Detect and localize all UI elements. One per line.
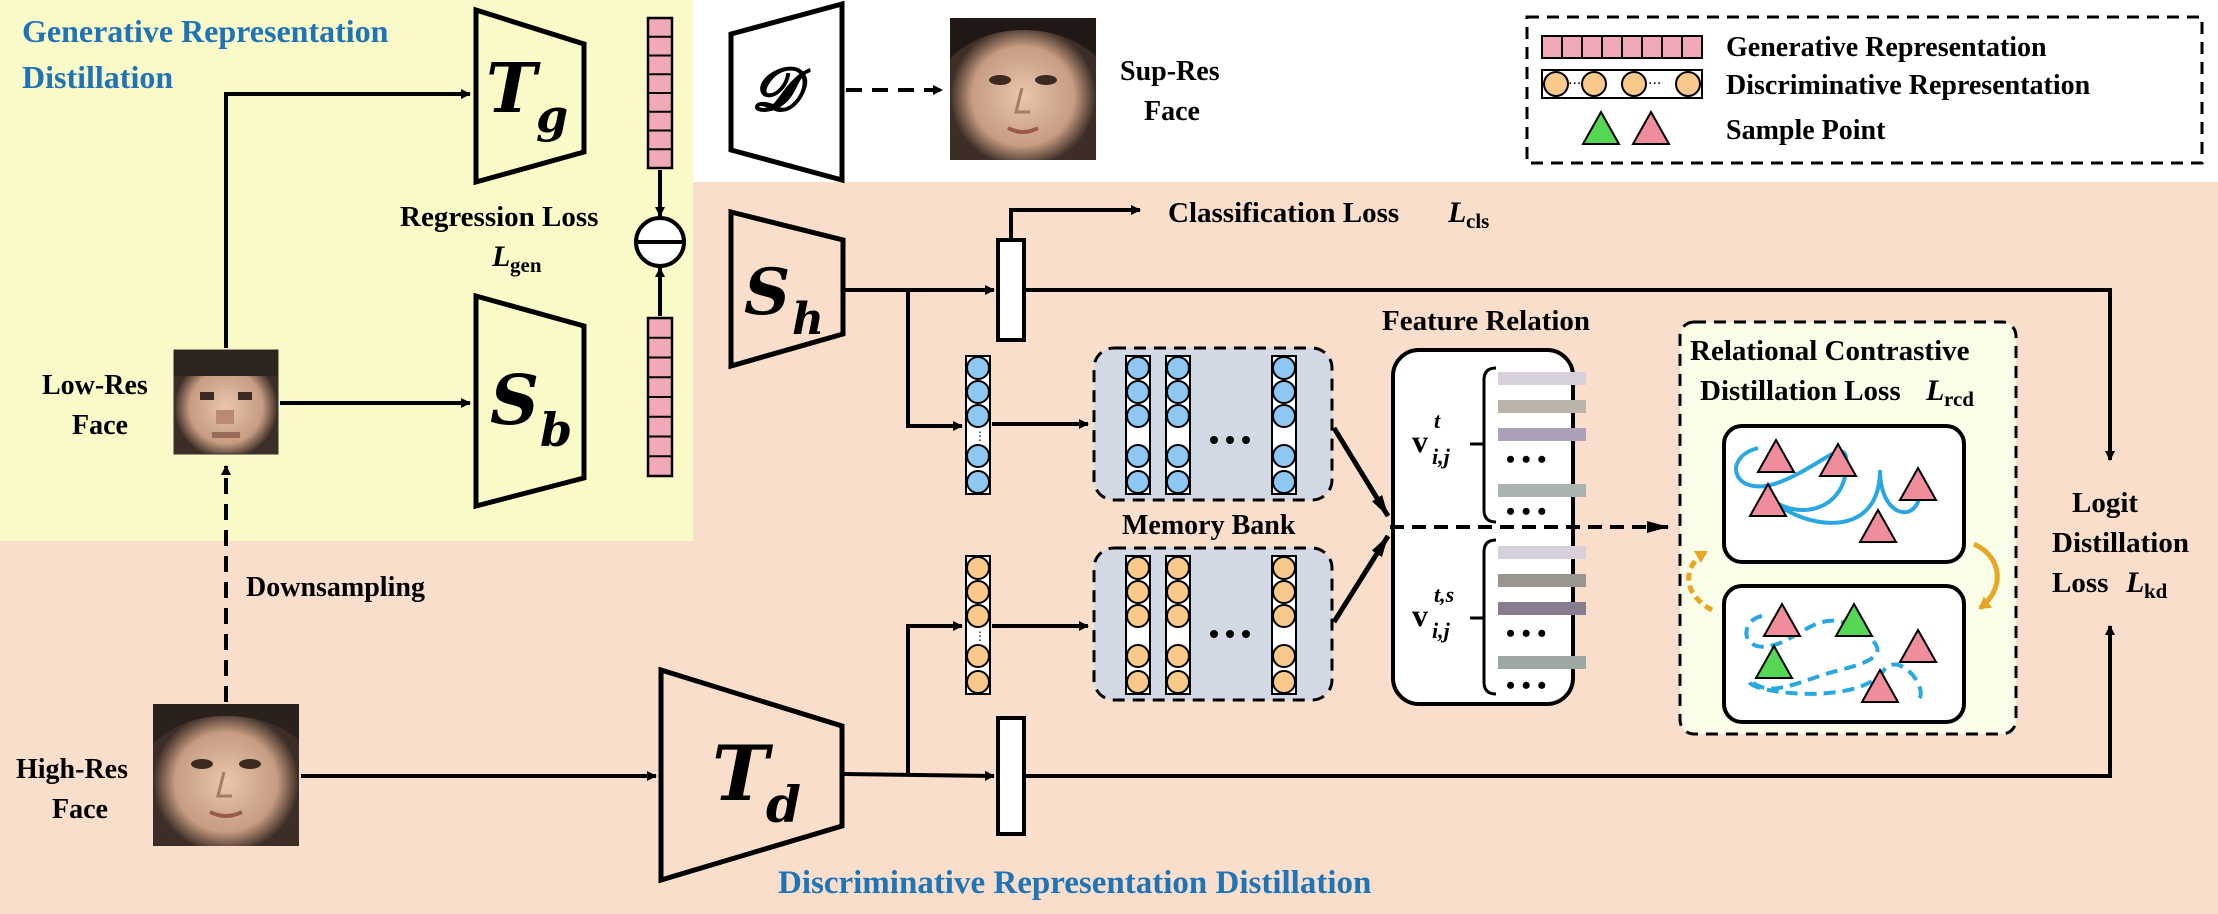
rcd-loss-label-line2: Distillation Loss xyxy=(1700,375,1901,407)
teacher-relation-vector-sub: i,j xyxy=(1432,444,1451,469)
svg-text:S: S xyxy=(744,255,790,330)
feature-relation-ellipsis-bottom-2: • • • xyxy=(1506,671,1546,700)
teacher-generative-network: T g xyxy=(473,6,587,186)
feature-relation-ellipsis-top-2: • • • xyxy=(1506,497,1546,526)
classification-loss-label: Classification Loss xyxy=(1168,197,1399,229)
decoder-network: 𝓓 xyxy=(728,0,845,184)
regression-loss-label: Regression Loss xyxy=(400,201,598,233)
svg-text:b: b xyxy=(540,403,572,457)
logit-loss-subscript: kd xyxy=(2144,579,2168,603)
legend-generative-label: Generative Representation xyxy=(1726,32,2047,63)
generative-region-title: Generative Representation xyxy=(22,13,389,49)
svg-text:···: ··· xyxy=(1648,76,1661,92)
cross-relation-vector-sup: t,s xyxy=(1434,582,1454,607)
rcd-loss-label: Relational Contrastive xyxy=(1690,335,1970,367)
teacher-discriminative-network: T d xyxy=(658,666,845,884)
teacher-memory-bank xyxy=(1092,546,1334,702)
student-head-network: S h xyxy=(728,208,846,370)
svg-text:h: h xyxy=(792,294,824,345)
svg-text:g: g xyxy=(536,89,568,143)
feature-relation-label: Feature Relation xyxy=(1382,305,1590,337)
svg-text:···: ··· xyxy=(1568,76,1581,92)
sup-res-face-label: Sup-Res xyxy=(1120,56,1220,87)
discriminative-region-title: Discriminative Representation Distillati… xyxy=(778,865,1371,901)
teacher-relation-vector-sup: t xyxy=(1434,408,1441,433)
classification-loss-symbol: L xyxy=(1447,196,1466,229)
high-res-face-label: High-Res xyxy=(16,754,128,785)
svg-text:d: d xyxy=(766,775,801,834)
classification-loss-subscript: cls xyxy=(1466,209,1489,233)
low-res-face-label-line2: Face xyxy=(72,410,128,441)
rcd-loss-subscript: rcd xyxy=(1944,387,1974,411)
teacher-logit-vector xyxy=(996,716,1026,836)
teacher-generative-representation xyxy=(646,16,674,170)
memory-bank-label: Memory Bank xyxy=(1122,510,1296,541)
legend-green-triangle xyxy=(1581,109,1621,145)
high-res-face-image xyxy=(153,704,299,846)
legend: Generative Representation ··· ··· Discri… xyxy=(1525,15,2204,165)
student-memory-bank xyxy=(1092,346,1334,502)
logit-loss-label-line3: Loss xyxy=(2052,567,2108,599)
feature-relation-ellipsis-top: • • • xyxy=(1506,445,1546,474)
student-discriminative-representation: ⋮ xyxy=(965,355,991,495)
high-res-face-label-line2: Face xyxy=(52,794,108,825)
svg-text:T: T xyxy=(712,729,774,818)
legend-discriminative-label: Discriminative Representation xyxy=(1726,70,2091,101)
student-logit-vector xyxy=(996,238,1026,342)
cross-relation-vector-sub: i,j xyxy=(1432,618,1451,643)
sup-res-face-label-line2: Face xyxy=(1144,96,1200,127)
downsampling-label: Downsampling xyxy=(246,572,425,603)
relational-contrastive-box xyxy=(1678,320,2018,736)
generative-region-title-line2: Distillation xyxy=(22,59,173,95)
rcd-loss-symbol: L xyxy=(1925,374,1944,407)
logit-loss-label-line2: Distillation xyxy=(2052,527,2189,559)
regression-loss-symbol: L xyxy=(491,240,510,273)
student-generative-representation xyxy=(646,316,674,478)
teacher-relation-vector: v xyxy=(1412,423,1428,459)
regression-loss-subscript: gen xyxy=(510,253,542,277)
svg-text:T: T xyxy=(486,49,541,129)
student-backbone-network: S b xyxy=(473,292,587,510)
legend-discriminative-swatch: ··· ··· xyxy=(1541,69,1703,99)
low-res-face-image xyxy=(173,349,279,455)
legend-sample-point-label: Sample Point xyxy=(1726,115,1886,146)
logit-loss-symbol: L xyxy=(2125,566,2144,599)
low-res-face-label: Low-Res xyxy=(42,370,148,401)
svg-text:S: S xyxy=(490,361,539,441)
svg-text:⋮: ⋮ xyxy=(974,629,986,643)
sup-res-face-image xyxy=(950,18,1096,160)
legend-generative-swatch xyxy=(1541,35,1703,59)
cross-relation-vector: v xyxy=(1412,597,1428,633)
teacher-discriminative-representation: ⋮ xyxy=(965,555,991,695)
logit-loss-label: Logit xyxy=(2072,487,2138,519)
feature-relation-ellipsis-bottom: • • • xyxy=(1506,619,1546,648)
svg-text:⋮: ⋮ xyxy=(974,429,986,443)
legend-pink-triangle xyxy=(1631,109,1671,145)
